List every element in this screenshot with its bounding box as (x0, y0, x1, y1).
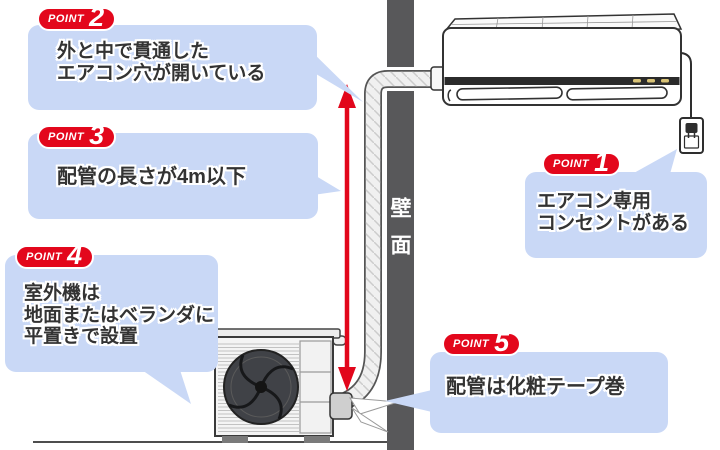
point-1-bubble (525, 172, 707, 258)
front-stripe (444, 77, 680, 85)
point-4-bubble (5, 255, 218, 372)
point-2-badge: POINT 2 (37, 4, 117, 31)
power-outlet-icon (679, 117, 704, 154)
point-4-badge-label: POINT (26, 251, 63, 263)
point-5-badge-label: POINT (453, 338, 490, 350)
outdoor-unit-fan-icon (223, 349, 299, 425)
indicator-lights (633, 79, 669, 83)
point-3-badge-label: POINT (48, 131, 85, 143)
point-2-badge-label: POINT (48, 13, 85, 25)
point-1-badge-label: POINT (553, 158, 590, 170)
vent-left (456, 86, 563, 101)
power-cord (680, 52, 692, 122)
wall-label: 壁面 (388, 197, 411, 271)
point-4-text: 室外機は 地面またはベランダに 平置きで設置 (24, 283, 215, 347)
outdoor-unit-foot-right (304, 436, 330, 443)
point-5-text: 配管は化粧テープ巻 (446, 376, 625, 398)
point-1-text: エアコン専用 コンセントがある (537, 191, 690, 234)
pipe-connector (329, 392, 353, 420)
outdoor-unit-foot-left (222, 436, 248, 443)
point-3-text: 配管の長さが4m以下 (57, 166, 246, 188)
point-4-badge: POINT 4 (15, 242, 95, 269)
point-2-text: 外と中で貫通した エアコン穴が開いている (57, 41, 266, 84)
pipe (337, 67, 447, 413)
point-1-badge: POINT 1 (542, 149, 622, 176)
vent-right (566, 86, 668, 101)
point-2-bubble (28, 25, 317, 110)
point-5-bubble (430, 352, 668, 433)
point-5-badge: POINT 5 (442, 329, 522, 356)
point-3-badge: POINT 3 (37, 122, 117, 149)
indoor-unit (430, 13, 683, 106)
outdoor-unit (202, 328, 347, 443)
vent-hook (447, 89, 452, 102)
